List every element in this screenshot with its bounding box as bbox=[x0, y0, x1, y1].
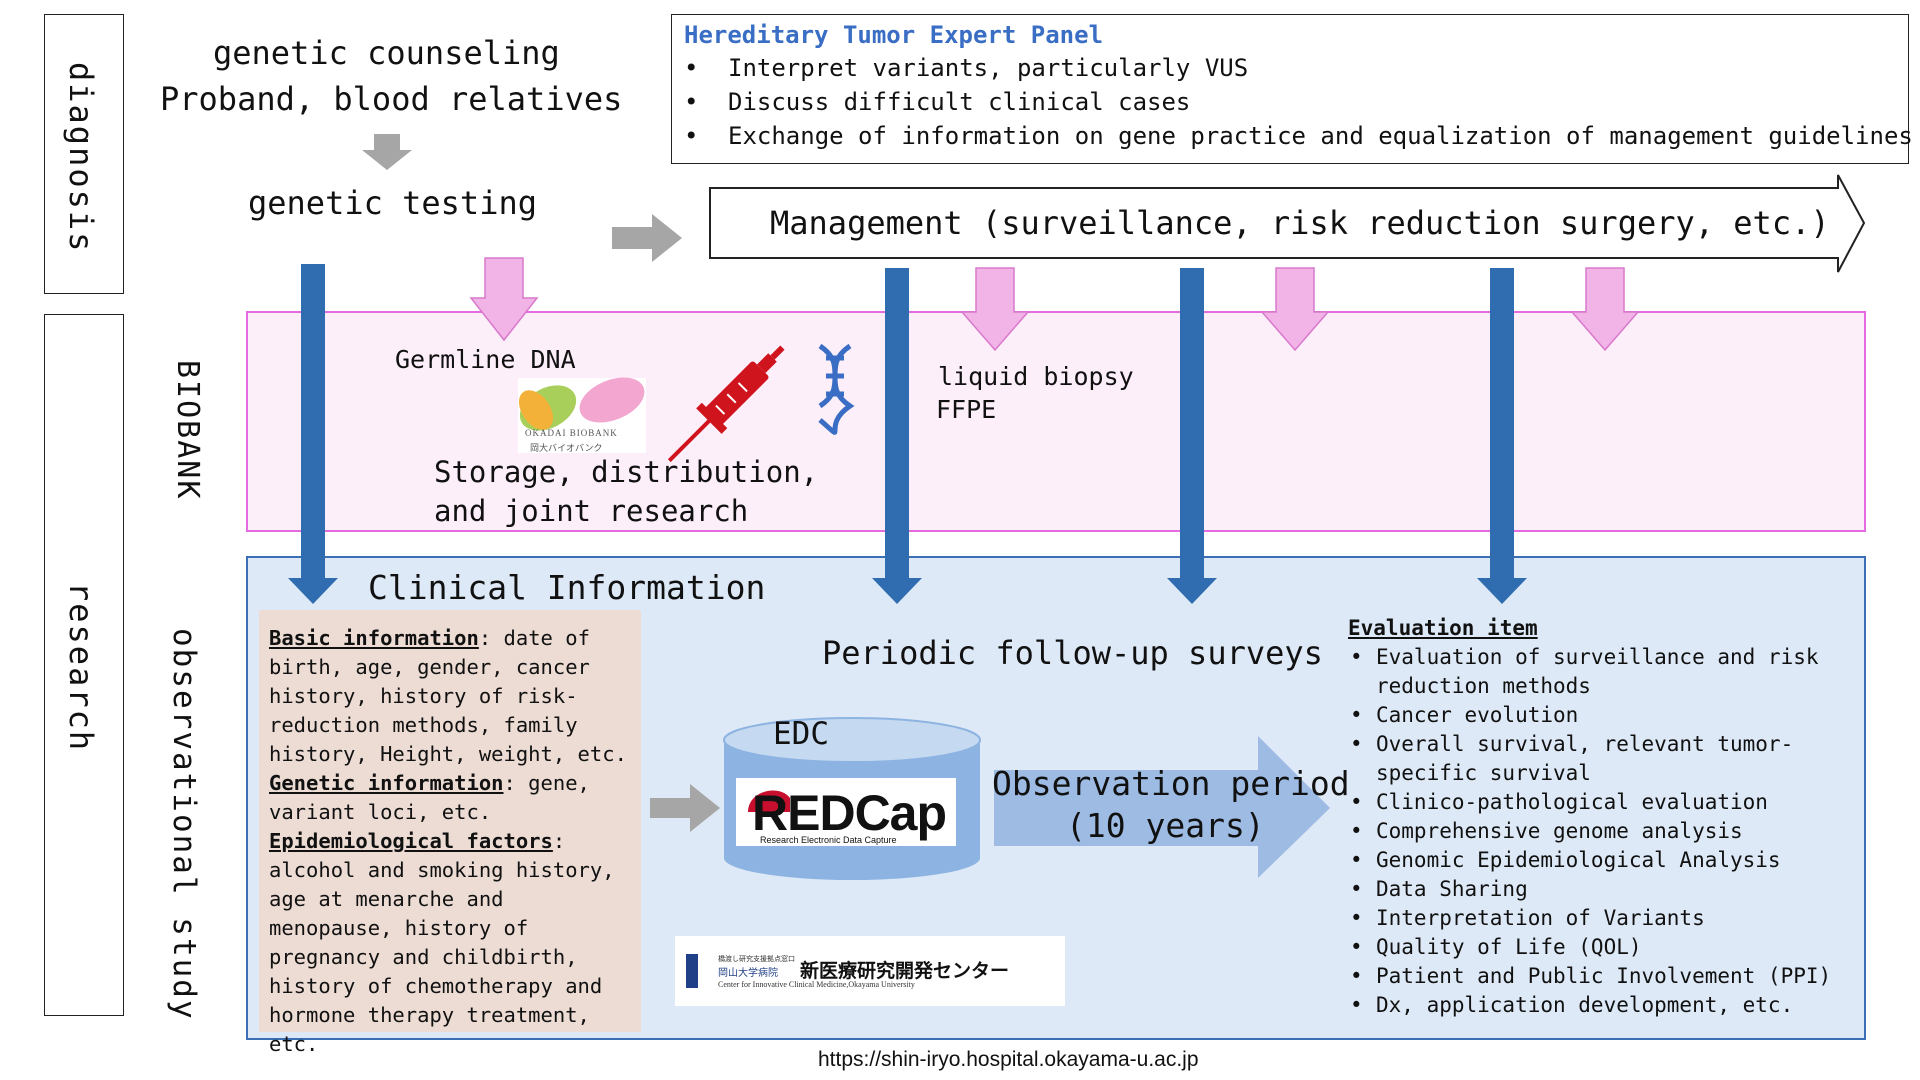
management-arrow-shape bbox=[709, 174, 1866, 273]
blue-down-arrow bbox=[1167, 268, 1217, 604]
center-logo-jp-name: 新医療研究開発センター bbox=[800, 960, 1010, 982]
evaluation-item: Clinico-pathological evaluation bbox=[1348, 788, 1868, 817]
center-logo-mark bbox=[686, 954, 698, 988]
panel-item: •Exchange of information on gene practic… bbox=[684, 122, 1913, 150]
evaluation-item: Patient and Public Involvement (PPI) bbox=[1348, 962, 1868, 991]
management-text: Management (surveillance, risk reduction… bbox=[770, 204, 1830, 242]
epidemiological-heading: Epidemiological factors bbox=[269, 829, 553, 853]
observational-study-label: observational study bbox=[166, 628, 202, 1021]
pink-down-arrow bbox=[960, 267, 1030, 352]
observation-arrow-shape bbox=[994, 736, 1330, 878]
genetic-info-text: : gene, variant loci, etc. bbox=[269, 771, 590, 824]
pink-down-arrow bbox=[1570, 267, 1640, 352]
evaluation-box: Evaluation item Evaluation of surveillan… bbox=[1348, 614, 1868, 1020]
gray-down-arrow bbox=[362, 134, 412, 170]
evaluation-item: Overall survival, relevant tumor-specifi… bbox=[1348, 730, 1868, 788]
research-label-box bbox=[44, 314, 124, 1016]
research-label: research bbox=[62, 582, 100, 753]
expert-panel-title: Hereditary Tumor Expert Panel bbox=[684, 21, 1104, 49]
source-url[interactable]: https://shin-iryo.hospital.okayama-u.ac.… bbox=[818, 1048, 1199, 1071]
genetic-counseling-text: genetic counseling bbox=[213, 34, 560, 72]
evaluation-item: Data Sharing bbox=[1348, 875, 1868, 904]
biobank-logo-jp: 岡大バイオバンク bbox=[530, 444, 603, 454]
basic-info-heading: Basic information bbox=[269, 626, 479, 650]
proband-text: Proband, blood relatives bbox=[160, 80, 623, 118]
ffpe-text: FFPE bbox=[936, 395, 997, 424]
syringe-icon bbox=[667, 345, 785, 463]
panel-item: •Discuss difficult clinical cases bbox=[684, 88, 1191, 116]
blue-down-arrow bbox=[1477, 268, 1527, 604]
storage-line1: Storage, distribution, bbox=[434, 455, 819, 489]
center-logo-bg bbox=[675, 936, 1065, 1006]
pink-down-arrow bbox=[1260, 267, 1330, 352]
dna-icon bbox=[818, 343, 855, 435]
evaluation-item: Dx, application development, etc. bbox=[1348, 991, 1868, 1020]
center-logo-jp-hospital: 岡山大学病院 bbox=[718, 968, 778, 979]
diagnosis-label: diagnosis bbox=[62, 62, 100, 254]
evaluation-item: Genomic Epidemiological Analysis bbox=[1348, 846, 1868, 875]
center-logo-jp-small: 橋渡し研究支援拠点窓口 bbox=[718, 955, 795, 963]
biobank-label: BIOBANK bbox=[170, 360, 205, 501]
gray-arrow-to-edc bbox=[650, 784, 720, 832]
center-logo-en: Center for Innovative Clinical Medicine,… bbox=[718, 980, 915, 989]
expert-panel-box: Hereditary Tumor Expert Panel •Interpret… bbox=[671, 14, 1913, 164]
biobank-logo-leaf-orange bbox=[518, 390, 554, 430]
observation-period-text: Observation period bbox=[992, 764, 1350, 803]
biobank-logo-leaf-pink bbox=[579, 377, 645, 423]
evaluation-item: Quality of Life (QOL) bbox=[1348, 933, 1868, 962]
clinical-information-title: Clinical Information bbox=[368, 568, 766, 607]
evaluation-item: Cancer evolution bbox=[1348, 701, 1868, 730]
clinical-information-box: Basic information: date of birth, age, g… bbox=[259, 610, 641, 1056]
germline-dna-text: Germline DNA bbox=[395, 345, 576, 374]
liquid-biopsy-text: liquid biopsy bbox=[938, 362, 1134, 391]
evaluation-item: Evaluation of surveillance and risk redu… bbox=[1348, 643, 1868, 701]
genetic-testing-text: genetic testing bbox=[248, 184, 537, 222]
pink-down-arrow bbox=[469, 257, 539, 342]
redcap-hat-icon bbox=[748, 790, 790, 812]
genetic-info-heading: Genetic information bbox=[269, 771, 504, 795]
basic-info-text: : date of birth, age, gender, cancer his… bbox=[269, 626, 627, 766]
redcap-logo-subtitle: Research Electronic Data Capture bbox=[760, 835, 897, 845]
epidemiological-text: : alcohol and smoking history, age at me… bbox=[269, 829, 615, 1056]
edc-label: EDC bbox=[773, 716, 829, 752]
panel-item: •Interpret variants, particularly VUS bbox=[684, 54, 1249, 82]
observation-years-text: (10 years) bbox=[1066, 806, 1265, 845]
biobank-band bbox=[246, 311, 1866, 532]
redcap-logo-text: REDCap bbox=[752, 785, 947, 841]
evaluation-item: Interpretation of Variants bbox=[1348, 904, 1868, 933]
biobank-logo-en: OKADAI BIOBANK bbox=[525, 428, 618, 438]
gray-right-arrow bbox=[612, 214, 682, 262]
storage-line2: and joint research bbox=[434, 494, 749, 528]
evaluation-item: Comprehensive genome analysis bbox=[1348, 817, 1868, 846]
diagnosis-label-box bbox=[44, 14, 124, 294]
followup-text: Periodic follow-up surveys bbox=[822, 634, 1323, 672]
blue-down-arrow bbox=[872, 268, 922, 604]
blue-down-arrow bbox=[288, 264, 338, 604]
evaluation-title: Evaluation item bbox=[1348, 616, 1538, 640]
